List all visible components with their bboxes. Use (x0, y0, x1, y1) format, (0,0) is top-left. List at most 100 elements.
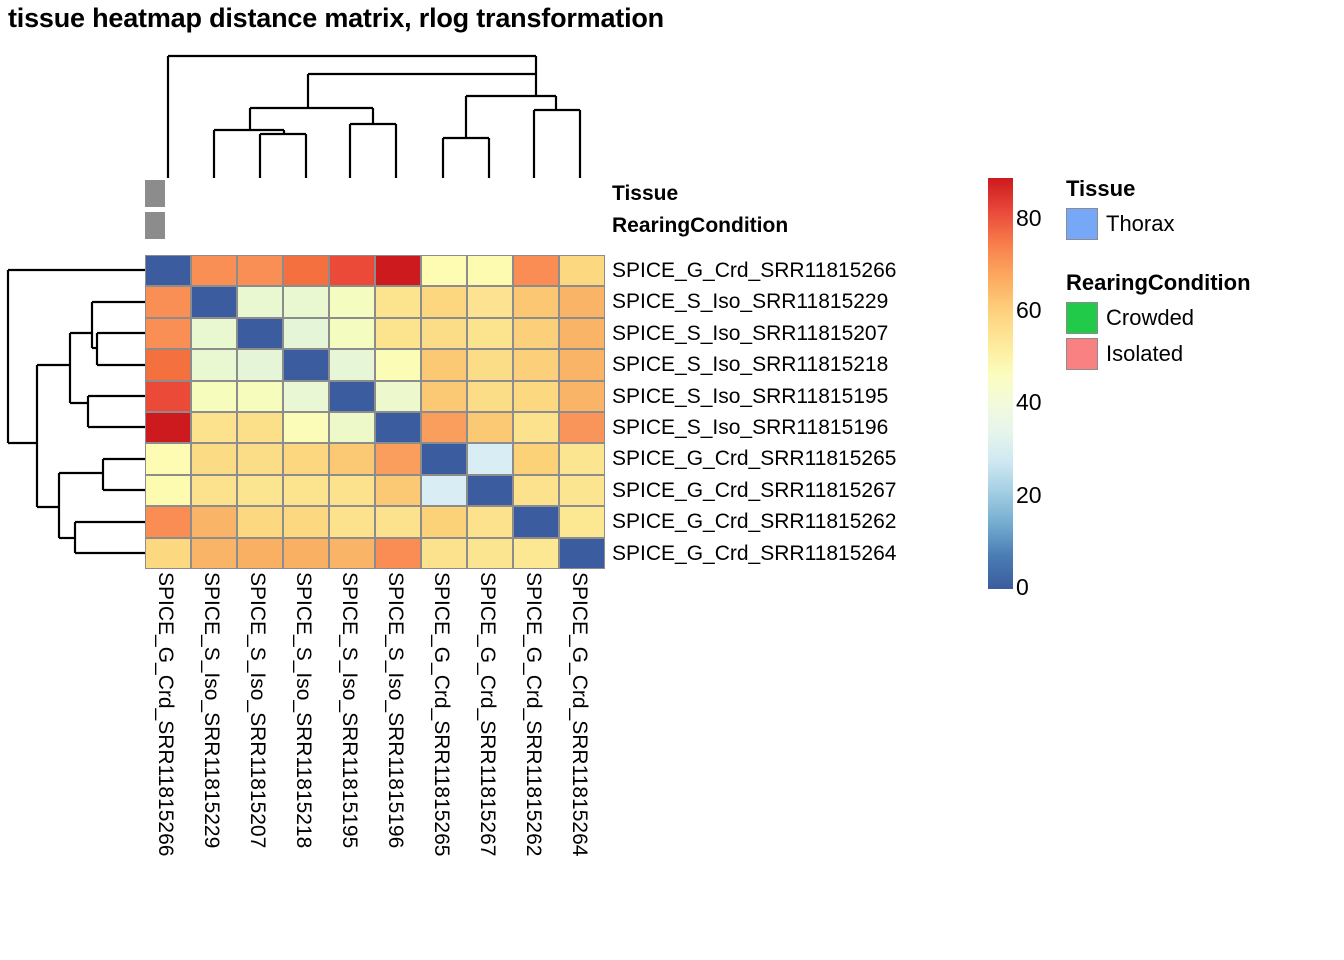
heatmap-cell (513, 443, 559, 475)
heatmap-cell (559, 286, 605, 318)
heatmap-cell (329, 286, 375, 318)
heatmap-cell (559, 506, 605, 538)
heatmap-cell (421, 349, 467, 381)
heatmap-cell (329, 380, 375, 412)
legend-swatch[interactable] (1066, 338, 1098, 370)
annotation-cell (163, 212, 165, 239)
heatmap-cell (513, 411, 559, 444)
annotation-cell (155, 180, 157, 207)
heatmap-cell (559, 411, 605, 444)
legend-swatch[interactable] (1066, 208, 1098, 240)
heatmap-cell (513, 380, 559, 412)
heatmap-cell (559, 255, 605, 287)
heatmap-cell (467, 506, 513, 538)
row-label: SPICE_S_Iso_SRR11815218 (612, 353, 889, 377)
heatmap-cell (283, 349, 329, 381)
legend-title: RearingCondition (1066, 270, 1251, 295)
heatmap-cell (283, 506, 329, 538)
heatmap-cell (421, 411, 467, 444)
heatmap-cell (145, 411, 191, 444)
heatmap-cell (421, 474, 467, 507)
colorbar-tick-label: 40 (1016, 389, 1042, 416)
heatmap-cell (467, 349, 513, 381)
heatmap-cell (191, 255, 237, 287)
annotation-cell (161, 180, 163, 207)
heatmap-cell (375, 411, 421, 444)
rearing-condition-annotation-label: RearingCondition (612, 214, 789, 237)
annotation-cell (147, 212, 149, 239)
heatmap-cell (237, 474, 283, 507)
heatmap-cell (329, 317, 375, 350)
heatmap-cell (283, 537, 329, 569)
heatmap-cell (237, 380, 283, 412)
column-label: SPICE_S_Iso_SRR11815218 (292, 572, 315, 849)
heatmap-cell (467, 380, 513, 412)
annotation-cell (149, 212, 151, 239)
heatmap-cell (145, 286, 191, 318)
heatmap-cell (467, 317, 513, 350)
heatmap-cell (421, 255, 467, 287)
annotation-cell (153, 212, 155, 239)
row-label: SPICE_G_Crd_SRR11815266 (612, 259, 897, 282)
row-label: SPICE_G_Crd_SRR11815267 (612, 478, 897, 502)
colorbar-tick-label: 0 (1016, 574, 1029, 600)
heatmap-cell (237, 317, 283, 350)
column-label: SPICE_S_Iso_SRR11815229 (200, 572, 223, 849)
heatmap-cell (237, 255, 283, 287)
column-label: SPICE_G_Crd_SRR11815264 (568, 572, 591, 857)
heatmap-cell (559, 380, 605, 412)
legend-title: Tissue (1066, 176, 1136, 201)
heatmap-cell (421, 286, 467, 318)
heatmap-cell (191, 443, 237, 475)
heatmap-cell (145, 537, 191, 569)
column-label: SPICE_G_Crd_SRR11815267 (476, 572, 499, 857)
page-title: tissue heatmap distance matrix, rlog tra… (8, 3, 664, 33)
column-label: SPICE_S_Iso_SRR11815196 (384, 572, 407, 849)
heatmap-cell (513, 349, 559, 381)
heatmap-cell (237, 506, 283, 538)
heatmap-cell (375, 537, 421, 569)
heatmap-cell (145, 506, 191, 538)
heatmap-cell (145, 380, 191, 412)
heatmap-cell (513, 317, 559, 350)
heatmap-cell (145, 443, 191, 475)
heatmap-cell (191, 537, 237, 569)
legend-item-label: Isolated (1106, 341, 1184, 366)
row-label: SPICE_G_Crd_SRR11815265 (612, 447, 897, 471)
heatmap-cell (375, 380, 421, 412)
heatmap-cell (237, 537, 283, 569)
heatmap-cell (329, 537, 375, 569)
legend-swatch[interactable] (1066, 302, 1098, 334)
annotation-cell (145, 180, 147, 207)
heatmap-cell (283, 286, 329, 318)
heatmap-cell (191, 349, 237, 381)
heatmap-cell (191, 317, 237, 350)
column-dendrogram (166, 54, 582, 178)
heatmap-cell (191, 380, 237, 412)
heatmap-cell (513, 255, 559, 287)
heatmap-cell (283, 255, 329, 287)
heatmap-cell (513, 537, 559, 569)
annotation-cell (155, 212, 157, 239)
heatmap-cell (283, 443, 329, 475)
heatmap-cell (237, 411, 283, 444)
heatmap-cell (375, 474, 421, 507)
heatmap-cell (421, 317, 467, 350)
annotation-cell (151, 180, 153, 207)
heatmap-grid (145, 255, 605, 569)
heatmap-cell (329, 411, 375, 444)
tissue-annotation-label: Tissue (612, 182, 679, 205)
annotation-cell (163, 180, 165, 207)
colorbar-tick-label: 80 (1016, 204, 1042, 231)
row-label: SPICE_S_Iso_SRR11815195 (612, 384, 889, 408)
annotation-cell (145, 212, 147, 239)
heatmap-cell (145, 349, 191, 381)
annotation-cell (159, 212, 161, 239)
heatmap-cell (329, 474, 375, 507)
heatmap-cell (375, 506, 421, 538)
row-label: SPICE_G_Crd_SRR11815262 (612, 510, 897, 534)
heatmap-cell (375, 317, 421, 350)
heatmap-cell (559, 317, 605, 350)
legend-item-label: Crowded (1106, 305, 1195, 330)
